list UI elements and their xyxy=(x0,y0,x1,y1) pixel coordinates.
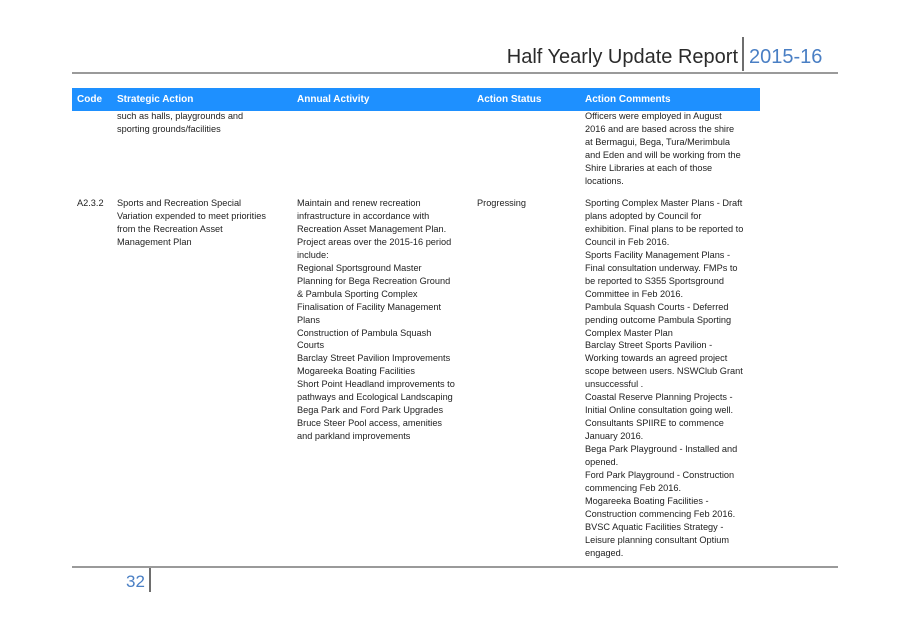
report-year: 2015-16 xyxy=(749,46,823,68)
text-line: Sporting Complex Master Plans - Draft xyxy=(585,198,743,208)
text-line: Bega Park and Ford Park Upgrades xyxy=(297,405,444,416)
text-line: Variation expended to meet priorities xyxy=(117,210,266,221)
text-line: Plans xyxy=(297,314,320,325)
text-line: Short Point Headland improvements to xyxy=(297,379,455,390)
text-line: include: xyxy=(297,249,329,260)
text-line: Construction commencing Feb 2016. xyxy=(585,508,736,519)
text-line: Mogareeka Boating Facilities - xyxy=(585,495,709,506)
row-action-comments: Sporting Complex Master Plans - Draft pl… xyxy=(585,197,743,560)
text-line: Final consultation underway. FMPs to xyxy=(585,262,738,273)
text-line: pathways and Ecological Landscaping xyxy=(297,392,453,403)
footer-rule xyxy=(72,566,838,568)
table-header: Code Strategic Action Annual Activity Ac… xyxy=(72,88,760,111)
text-line: Leisure planning consultant Optium xyxy=(585,534,730,545)
text-line: Consultants SPIIRE to commence xyxy=(585,418,724,429)
text-line: infrastructure in accordance with xyxy=(297,210,430,221)
text-line: engaged. xyxy=(585,547,624,558)
text-line: Initial Online consultation going well. xyxy=(585,405,734,416)
text-line: Shire Libraries at each of those xyxy=(585,162,713,173)
text-line: Maintain and renew recreation xyxy=(297,198,421,208)
text-line: Courts xyxy=(297,340,325,351)
footer-divider xyxy=(149,568,151,592)
header-divider xyxy=(742,37,744,71)
column-header-status: Action Status xyxy=(477,94,542,105)
text-line: sporting grounds/facilities xyxy=(117,123,221,134)
text-line: Regional Sportsground Master xyxy=(297,262,422,273)
continued-action-comments: Officers were employed in August 2016 an… xyxy=(585,110,741,188)
text-line: 2016 and are based across the shire xyxy=(585,123,735,134)
row-annual-activity: Maintain and renew recreation infrastruc… xyxy=(297,197,455,443)
text-line: locations. xyxy=(585,175,624,186)
text-line: Project areas over the 2015-16 period xyxy=(297,236,452,247)
text-line: Bruce Steer Pool access, amenities xyxy=(297,418,443,429)
text-line: Barclay Street Pavilion Improvements xyxy=(297,353,451,364)
text-line: Council in Feb 2016. xyxy=(585,236,670,247)
text-line: Officers were employed in August xyxy=(585,111,722,121)
text-line: Working towards an agreed project xyxy=(585,353,728,364)
text-line: Committee in Feb 2016. xyxy=(585,288,684,299)
text-line: and parkland improvements xyxy=(297,431,411,442)
text-line: plans adopted by Council for xyxy=(585,210,702,221)
text-line: scope between users. NSWClub Grant xyxy=(585,366,743,377)
report-title: Half Yearly Update Report xyxy=(506,46,738,68)
text-line: Ford Park Playground - Construction xyxy=(585,470,735,481)
text-line: Recreation Asset Management Plan. xyxy=(297,223,447,234)
column-header-code: Code xyxy=(77,94,102,105)
text-line: Complex Master Plan xyxy=(585,327,673,338)
text-line: Barclay Street Sports Pavilion - xyxy=(585,340,713,351)
text-line: January 2016. xyxy=(585,431,644,442)
row-action-status: Progressing xyxy=(477,198,527,208)
text-line: Management Plan xyxy=(117,236,192,247)
text-line: unsuccessful . xyxy=(585,379,644,390)
header-rule xyxy=(72,72,838,74)
text-line: Construction of Pambula Squash xyxy=(297,327,432,338)
text-line: from the Recreation Asset xyxy=(117,223,223,234)
row-strategic-action: Sports and Recreation Special Variation … xyxy=(117,197,266,249)
page-number: 32 xyxy=(126,572,145,591)
text-line: Bega Park Playground - Installed and xyxy=(585,444,738,455)
text-line: be reported to S355 Sportsground xyxy=(585,275,724,286)
text-line: exhibition. Final plans to be reported t… xyxy=(585,223,744,234)
column-header-comments: Action Comments xyxy=(585,94,671,105)
column-header-strategic: Strategic Action xyxy=(117,94,194,105)
text-line: Finalisation of Facility Management xyxy=(297,301,442,312)
text-line: such as halls, playgrounds and xyxy=(117,111,244,121)
text-line: and Eden and will be working from the xyxy=(585,149,741,160)
text-line: pending outcome Pambula Sporting xyxy=(585,314,732,325)
continued-strategic-action: such as halls, playgrounds and sporting … xyxy=(117,110,243,136)
text-line: opened. xyxy=(585,457,619,468)
text-line: BVSC Aquatic Facilities Strategy - xyxy=(585,521,724,532)
text-line: Coastal Reserve Planning Projects - xyxy=(585,392,733,403)
column-header-activity: Annual Activity xyxy=(297,94,370,105)
text-line: Planning for Bega Recreation Ground xyxy=(297,275,451,286)
text-line: commencing Feb 2016. xyxy=(585,482,682,493)
text-line: Sports and Recreation Special xyxy=(117,198,242,208)
text-line: & Pambula Sporting Complex xyxy=(297,288,418,299)
row-code: A2.3.2 xyxy=(77,198,104,208)
text-line: at Bermagui, Bega, Tura/Merimbula xyxy=(585,136,731,147)
text-line: Pambula Squash Courts - Deferred xyxy=(585,301,729,312)
text-line: Mogareeka Boating Facilities xyxy=(297,366,415,377)
text-line: Sports Facility Management Plans - xyxy=(585,249,731,260)
